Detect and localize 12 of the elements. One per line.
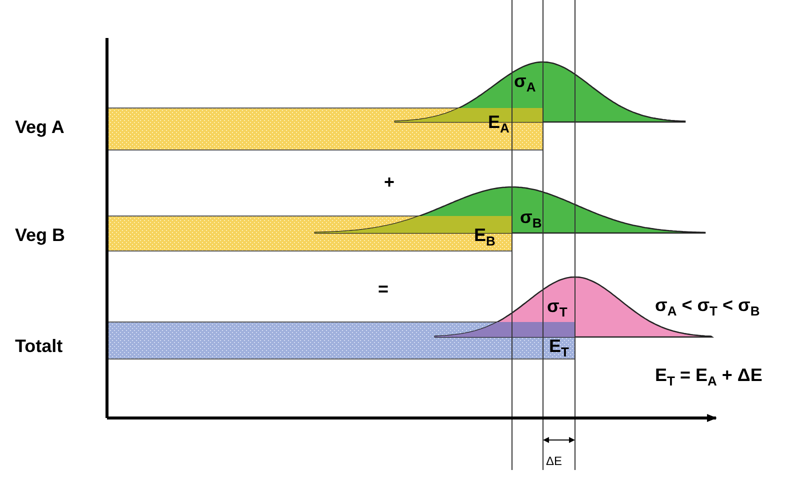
operator-sign: = <box>378 280 389 298</box>
row-label: Totalt <box>15 337 63 355</box>
value-label: E$_{T}$ <box>549 337 569 359</box>
operator-sign: + <box>384 173 395 191</box>
formula-text: E$_{T}$ = E$_{A}$ + ΔE <box>655 366 762 388</box>
formula-text: σ$_{A}$ < σ$_{T}$ < σ$_{B}$ <box>655 296 760 318</box>
dimension-label: ΔE <box>546 455 562 467</box>
distribution-label: σ$_{T}$ <box>547 297 568 319</box>
row-label: Veg A <box>15 118 64 136</box>
row-label: Veg B <box>15 226 66 244</box>
distribution-label: σ$_{B}$ <box>520 208 542 230</box>
distribution-label: σ$_{A}$ <box>514 72 536 94</box>
